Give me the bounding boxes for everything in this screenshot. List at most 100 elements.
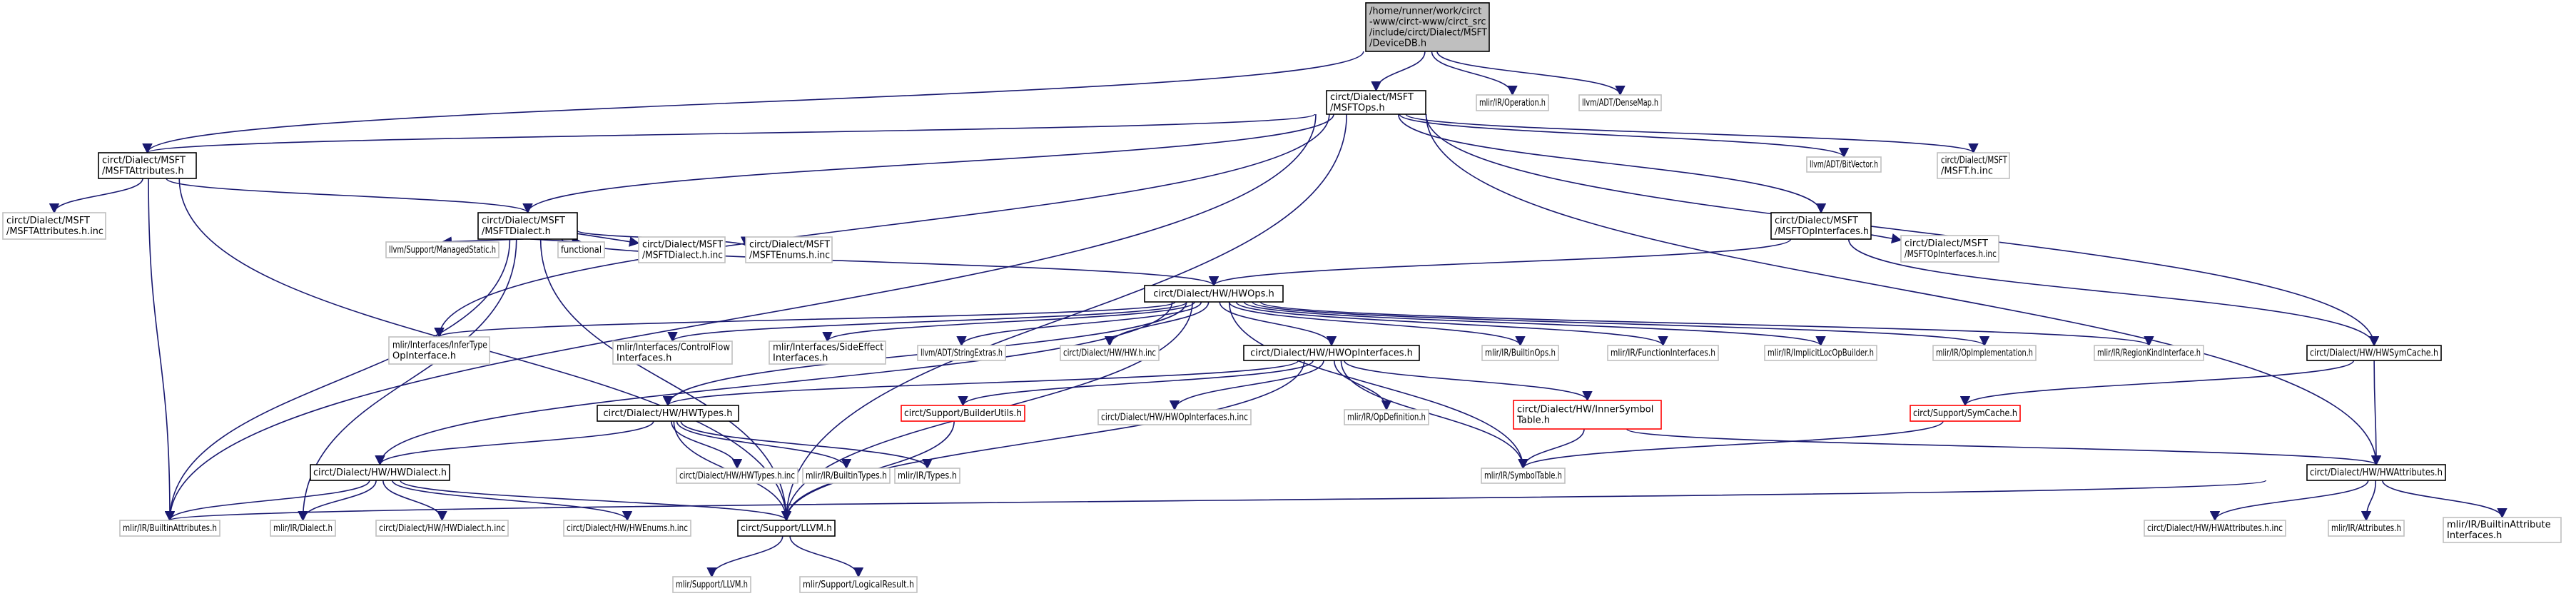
edge-hwsymcache-to-symcache [1960, 360, 2355, 407]
node-opimpl: mlir/IR/OpImplementation.h [1932, 345, 2037, 361]
node-hwattrinc: circt/Dialect/HW/HWAttributes.h.inc [2144, 520, 2286, 537]
node-box-innersym [1513, 400, 1662, 430]
node-label-msftenumsinc-line-0: circt/Dialect/MSFT [749, 240, 830, 251]
node-msftattr[interactable]: circt/Dialect/MSFT/MSFTAttributes.h [98, 152, 197, 179]
node-label-builtinops-line-0: mlir/IR/BuiltinOps.h [1485, 348, 1556, 359]
node-box-funcif [1607, 345, 1719, 361]
edge-hwops-to-opimpl [1252, 301, 1989, 347]
node-root[interactable]: /home/runner/work/circt-www/circt-www/ci… [1365, 2, 1490, 52]
node-label-msfthinc-line-0: circt/Dialect/MSFT [1941, 156, 2007, 166]
node-box-bitvector [1806, 156, 1882, 173]
node-box-regionkind [2094, 345, 2204, 361]
node-label-symtable-line-0: mlir/IR/SymbolTable.h [1484, 471, 1562, 482]
node-label-supportllvm-line-0: circt/Support/LLVM.h [741, 523, 832, 534]
node-box-hwenumsinc [563, 520, 691, 537]
node-label-msftdialect-line-1: /MSFTDialect.h [482, 226, 551, 237]
node-managedstatic: llvm/Support/ManagedStatic.h [385, 241, 500, 258]
edge-msftops-to-msftopif [1397, 113, 1827, 214]
node-msftopif[interactable]: circt/Dialect/MSFT/MSFTOpInterfaces.h [1770, 212, 1872, 240]
edge-hwopif-to-innersym [1344, 360, 1593, 402]
node-msftattrinc: circt/Dialect/MSFT/MSFTAttributes.h.inc [2, 212, 106, 240]
edge-hwopif-to-builderutils [958, 360, 1314, 407]
node-functional: functional [557, 241, 605, 258]
node-irtypes: mlir/IR/Types.h [894, 468, 960, 484]
node-box-opimpl [1932, 345, 2037, 361]
node-box-hwdialectinc [375, 520, 509, 537]
node-builtinops: mlir/IR/BuiltinOps.h [1481, 345, 1559, 361]
edge-hwops-to-hwdialect [375, 301, 1173, 466]
node-label-msfthinc-line-1: /MSFT.h.inc [1941, 166, 1993, 177]
node-box-managedstatic [385, 241, 500, 258]
edge-hwops-to-controlflow [667, 301, 1187, 343]
node-symcache[interactable]: circt/Support/SymCache.h [1910, 405, 2021, 422]
node-label-msftdialectinc-line-1: /MSFTDialect.h.inc [642, 251, 723, 261]
node-msftdialect[interactable]: circt/Dialect/MSFT/MSFTDialect.h [477, 212, 578, 240]
node-hwops[interactable]: circt/Dialect/HW/HWOps.h [1144, 285, 1284, 303]
node-box-operation [1476, 94, 1549, 111]
node-supportllvm[interactable]: circt/Support/LLVM.h [737, 520, 836, 537]
edge-hwdialect-to-irdialect [298, 480, 377, 522]
node-label-msftops-line-0: circt/Dialect/MSFT [1330, 92, 1414, 103]
node-box-hwsymcache [2306, 345, 2442, 361]
node-label-msftopif-line-1: /MSFTOpInterfaces.h [1775, 226, 1869, 237]
node-box-hwtypes [597, 405, 739, 422]
node-label-bitvector-line-0: llvm/ADT/BitVector.h [1810, 160, 1878, 171]
node-box-hwattrinc [2144, 520, 2286, 537]
edge-root-to-densemap [1436, 51, 1626, 96]
node-builderutils[interactable]: circt/Support/BuilderUtils.h [901, 405, 1025, 422]
edge-msftattr-to-builtinattr [148, 178, 176, 522]
node-stringextras: llvm/ADT/StringExtras.h [917, 345, 1006, 361]
node-label-innersym-line-0: circt/Dialect/HW/InnerSymbol [1517, 405, 1653, 415]
node-box-implicitloc [1764, 345, 1877, 361]
node-hwopif[interactable]: circt/Dialect/HW/HWOpInterfaces.h [1243, 345, 1420, 361]
edge-hwattr-to-irattr [2361, 480, 2377, 522]
node-label-hwsymcache-line-0: circt/Dialect/HW/HWSymCache.h [2310, 348, 2438, 359]
node-label-hwenumsinc-line-0: circt/Dialect/HW/HWEnums.h.inc [567, 523, 688, 534]
node-hwattr[interactable]: circt/Dialect/HW/HWAttributes.h [2306, 464, 2446, 481]
node-builtinattr: mlir/IR/BuiltinAttributes.h [119, 520, 220, 537]
node-label-logicalresult-line-0: mlir/Support/LogicalResult.h [803, 580, 914, 590]
node-label-irdialect-line-0: mlir/IR/Dialect.h [273, 523, 333, 534]
node-label-msftops-line-1: /MSFTOps.h [1330, 103, 1385, 113]
node-box-hwops [1144, 285, 1284, 303]
edge-hwops-to-stringextras [956, 301, 1202, 347]
edge-hwtypes-to-hwdialect [375, 420, 654, 466]
node-hwdialect[interactable]: circt/Dialect/HW/HWDialect.h [310, 464, 450, 481]
edge-msftops-to-msfthinc [1405, 113, 1979, 154]
edge-msftattr-to-msftdialect [166, 178, 533, 214]
node-irattr: mlir/IR/Attributes.h [2328, 520, 2405, 537]
node-label-funcif-line-0: mlir/IR/FunctionInterfaces.h [1611, 348, 1715, 359]
node-label-msftattr-line-0: circt/Dialect/MSFT [102, 156, 186, 166]
node-label-msftdialect-line-0: circt/Dialect/MSFT [482, 216, 565, 226]
node-hwtypes[interactable]: circt/Dialect/HW/HWTypes.h [597, 405, 739, 422]
node-box-msftopifinc [1900, 235, 1999, 263]
edge-msftops-to-hwsymcache [1425, 113, 2380, 347]
node-hwsymcache[interactable]: circt/Dialect/HW/HWSymCache.h [2306, 345, 2442, 361]
node-irdialect: mlir/IR/Dialect.h [270, 520, 336, 537]
node-label-infertype-line-0: mlir/Interfaces/InferType [392, 340, 487, 351]
node-box-builtinattr [119, 520, 220, 537]
node-label-hwtypesinc-line-0: circt/Dialect/HW/HWTypes.h.inc [679, 471, 795, 482]
edge-msftops-to-hwattr [1425, 113, 2382, 466]
node-msftops[interactable]: circt/Dialect/MSFT/MSFTOps.h [1326, 90, 1426, 115]
node-label-symcache-line-0: circt/Support/SymCache.h [1913, 408, 2017, 419]
node-box-infertype [388, 336, 490, 365]
node-label-opdef-line-0: mlir/IR/OpDefinition.h [1347, 413, 1426, 423]
node-box-msftenumsinc [745, 236, 833, 263]
node-bitvector: llvm/ADT/BitVector.h [1806, 156, 1882, 173]
edge-msftops-to-msftdialect [522, 113, 1334, 214]
node-box-densemap [1578, 94, 1662, 111]
edge-root-to-operation [1431, 51, 1518, 96]
node-box-builderutils [901, 405, 1025, 422]
node-densemap: llvm/ADT/DenseMap.h [1578, 94, 1662, 111]
edge-hwdialect-to-hwdialectinc [382, 480, 447, 522]
node-label-stringextras-line-0: llvm/ADT/StringExtras.h [921, 348, 1003, 359]
node-box-mlirllvm [672, 576, 751, 593]
node-label-hwdialectinc-line-0: circt/Dialect/HW/HWDialect.h.inc [379, 523, 505, 534]
node-box-root [1365, 2, 1490, 52]
node-layer: /home/runner/work/circt-www/circt-www/ci… [2, 2, 2562, 593]
node-hwhinc: circt/Dialect/HW/HW.h.inc [1060, 345, 1160, 361]
node-box-irdialect [270, 520, 336, 537]
